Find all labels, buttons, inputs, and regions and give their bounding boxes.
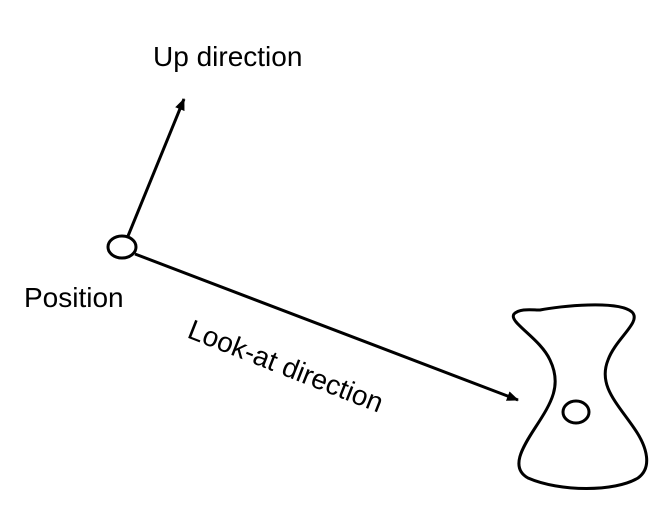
up-direction-label: Up direction	[153, 41, 302, 72]
position-marker	[106, 234, 138, 260]
target-object	[511, 303, 649, 490]
lookat-direction-arrow	[134, 252, 519, 402]
lookat-direction-label: Look-at direction	[184, 314, 388, 419]
position-label: Position	[24, 282, 124, 313]
target-center-marker	[561, 399, 591, 425]
up-direction-arrow	[126, 98, 186, 237]
